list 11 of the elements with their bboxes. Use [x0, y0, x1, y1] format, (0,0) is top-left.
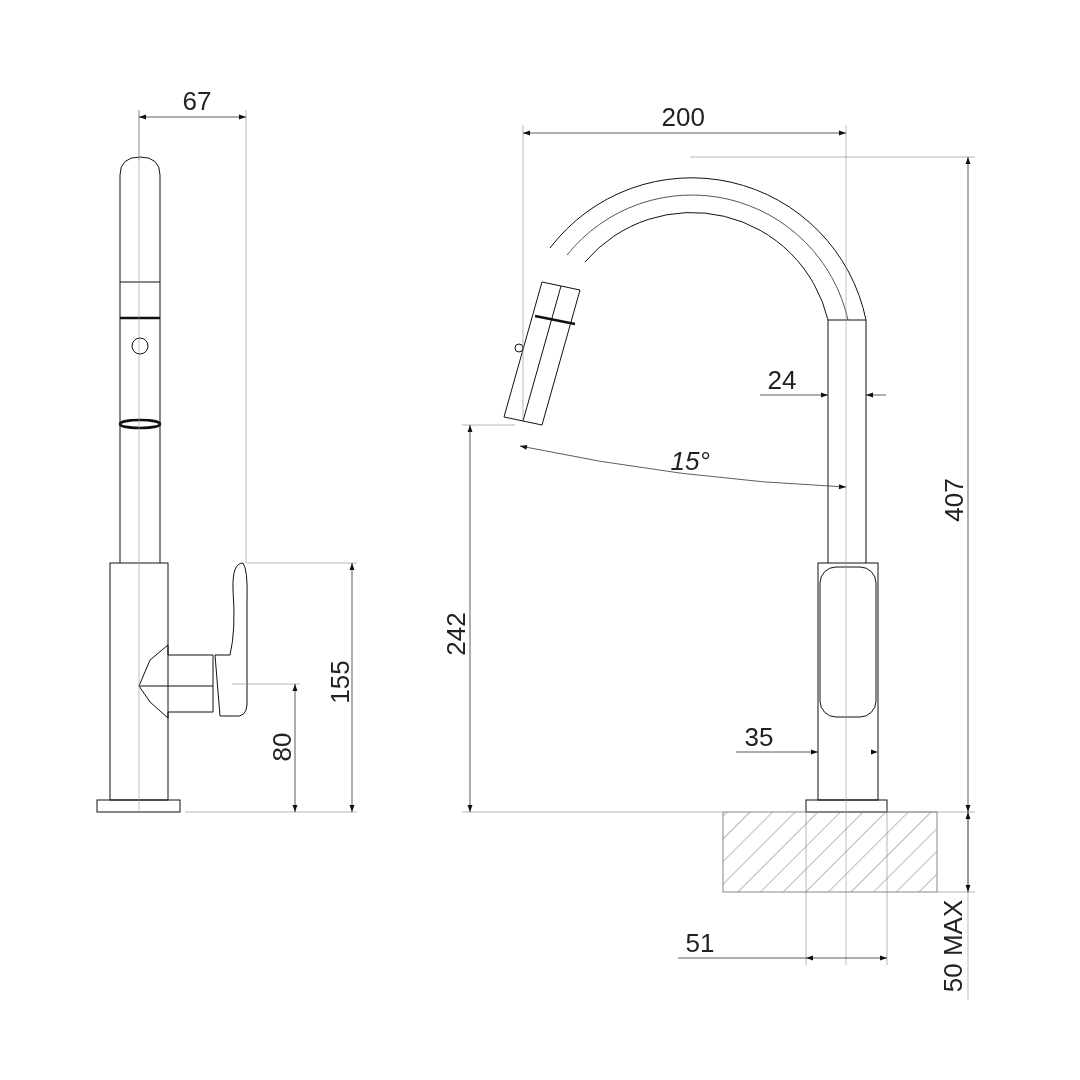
dimension-value: 24 [767, 367, 797, 393]
dimension-value: 242 [442, 612, 469, 656]
dimension-value: 51 [685, 930, 715, 956]
dimension-value: 407 [940, 478, 967, 522]
dimension-value: 50 MAX [939, 899, 966, 993]
dimension-value: 35 [744, 724, 774, 750]
dimension-value: 200 [661, 104, 705, 130]
dimension-value: 15° [670, 448, 710, 474]
dimension-value: 155 [326, 660, 353, 704]
dimension-value: 80 [268, 732, 295, 762]
dimension-value: 67 [182, 88, 212, 114]
